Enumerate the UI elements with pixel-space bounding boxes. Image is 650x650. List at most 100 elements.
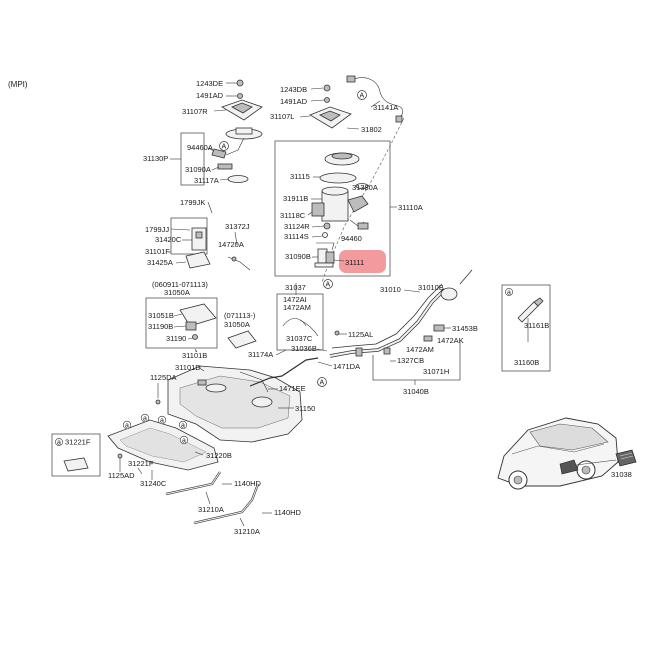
label-31111[interactable]: 31111	[345, 258, 364, 267]
filler-cap-31010B	[440, 287, 458, 301]
svg-text:a: a	[125, 423, 129, 430]
label-31210A-b: 31210A	[234, 527, 260, 536]
label-31036B: 31036B	[291, 344, 317, 353]
canister-31050A	[179, 303, 217, 340]
part-31038	[615, 449, 637, 467]
bolt-1125AD	[117, 453, 123, 459]
clip-31114S	[322, 232, 328, 238]
inset-31160B	[501, 284, 551, 372]
label-1125AL: 1125AL	[348, 330, 373, 339]
a-markers: a a a a a	[122, 413, 189, 445]
svg-text:A: A	[360, 93, 365, 100]
label-31038: 31038	[611, 470, 632, 479]
sender-cover-left-group	[211, 79, 263, 183]
label-31124R: 31124R	[284, 222, 310, 231]
filter-31118C	[311, 202, 325, 217]
label-1471DA: 1471DA	[333, 362, 360, 371]
label-31802: 31802	[361, 125, 382, 134]
label-060911-071113: (060911-071113)	[152, 280, 208, 289]
label-1491AD-left: 1491AD	[196, 91, 224, 100]
bracket-box-31101F	[170, 217, 208, 255]
label-1471EE: 1471EE	[279, 384, 306, 393]
label-1327CB: 1327CB	[397, 356, 424, 365]
pump-reservoir-31911B	[321, 190, 349, 222]
svg-text:a: a	[507, 290, 511, 297]
label-31101F: 31101F	[145, 247, 170, 256]
label-31101B: 31101B	[182, 351, 207, 360]
label-31141A: 31141A	[373, 103, 398, 112]
label-1491AD-right: 1491AD	[280, 97, 308, 106]
filler-neck-assembly-31010	[329, 269, 473, 358]
tank-strap-31210A-upper	[165, 471, 221, 496]
label-31453B: 31453B	[452, 324, 478, 333]
label-1243DB: 1243DB	[280, 85, 307, 94]
label-1140HD-b: 1140HD	[274, 508, 302, 517]
hose-1472AI	[282, 318, 307, 327]
label-31190: 31190	[166, 334, 186, 343]
label-1125DA: 1125DA	[150, 373, 177, 382]
heat-shield-31220B	[107, 419, 219, 471]
label-1472AM-a: 1472AM	[283, 303, 311, 312]
label-1472AI: 1472AI	[283, 295, 307, 304]
svg-text:a: a	[181, 423, 185, 430]
label-31221F: 31221F	[128, 459, 154, 468]
pad-31221F	[63, 457, 89, 472]
tank-strap-31210A-lower	[193, 483, 260, 525]
label-31911B: 31911B	[283, 194, 308, 203]
screw-1243DE	[236, 79, 244, 87]
sender-float-94460A	[211, 148, 227, 159]
label-31040B: 31040B	[403, 387, 429, 396]
ring-31380A	[355, 183, 369, 189]
label-1125AD: 1125AD	[108, 471, 135, 480]
svg-text:a: a	[57, 440, 61, 447]
seal-31115	[319, 172, 357, 184]
label-071113: (071113-)	[224, 311, 256, 320]
fuel-pump-module	[311, 152, 369, 268]
label-31221F-inset: 31221F	[65, 438, 91, 447]
regulator-31124R	[323, 222, 331, 230]
label-1799JJ: 1799JJ	[145, 225, 169, 234]
label-94460: 94460	[341, 234, 362, 243]
ref-marker-A	[219, 141, 229, 151]
label-31174A: 31174A	[248, 350, 273, 359]
label-31051B: 31051B	[148, 311, 174, 320]
label-31118C: 31118C	[280, 211, 306, 220]
svg-text:A: A	[326, 282, 331, 289]
label-31071H: 31071H	[423, 367, 449, 376]
label-31107L: 31107L	[270, 112, 294, 121]
label-31420C: 31420C	[155, 235, 182, 244]
label-31037: 31037	[285, 283, 306, 292]
vehicle-illustration	[497, 417, 619, 490]
label-1243DE: 1243DE	[196, 79, 223, 88]
label-31090A: 31090A	[185, 165, 211, 174]
bracket-31190B	[185, 321, 197, 331]
label-31117A: 31117A	[194, 176, 219, 185]
harness-31141A	[351, 77, 404, 118]
screw-1243DB	[323, 84, 331, 92]
bolt-31190	[192, 334, 198, 340]
gasket-31117A	[227, 175, 249, 183]
label-31380A: 31380A	[352, 183, 378, 192]
highlight-31111[interactable]	[339, 250, 386, 273]
bolt-1491AD	[237, 93, 243, 99]
bolt-1125AL	[334, 330, 340, 336]
label-31425A: 31425A	[147, 258, 173, 267]
svg-text:A: A	[222, 144, 227, 151]
hose-box-1472AI	[276, 293, 324, 351]
fuel-tank-31150	[167, 357, 319, 443]
label-94460A: 94460A	[187, 143, 213, 152]
label-14720A: 14720A	[218, 240, 244, 249]
tank-location-marker	[559, 459, 579, 475]
variant-label: (MPI)	[8, 80, 28, 89]
label-1799JK: 1799JK	[180, 198, 205, 207]
label-31050A-b: 31050A	[224, 320, 250, 329]
label-31372J: 31372J	[225, 222, 250, 231]
ref-marker-A-tank	[317, 377, 327, 387]
label-31090B: 31090B	[285, 252, 311, 261]
bolt-1491AD-right	[324, 97, 330, 103]
label-31107R: 31107R	[182, 107, 208, 116]
canister-bracket	[185, 227, 251, 271]
filter-31161B	[517, 297, 544, 323]
label-31010B: 31010B	[418, 283, 444, 292]
